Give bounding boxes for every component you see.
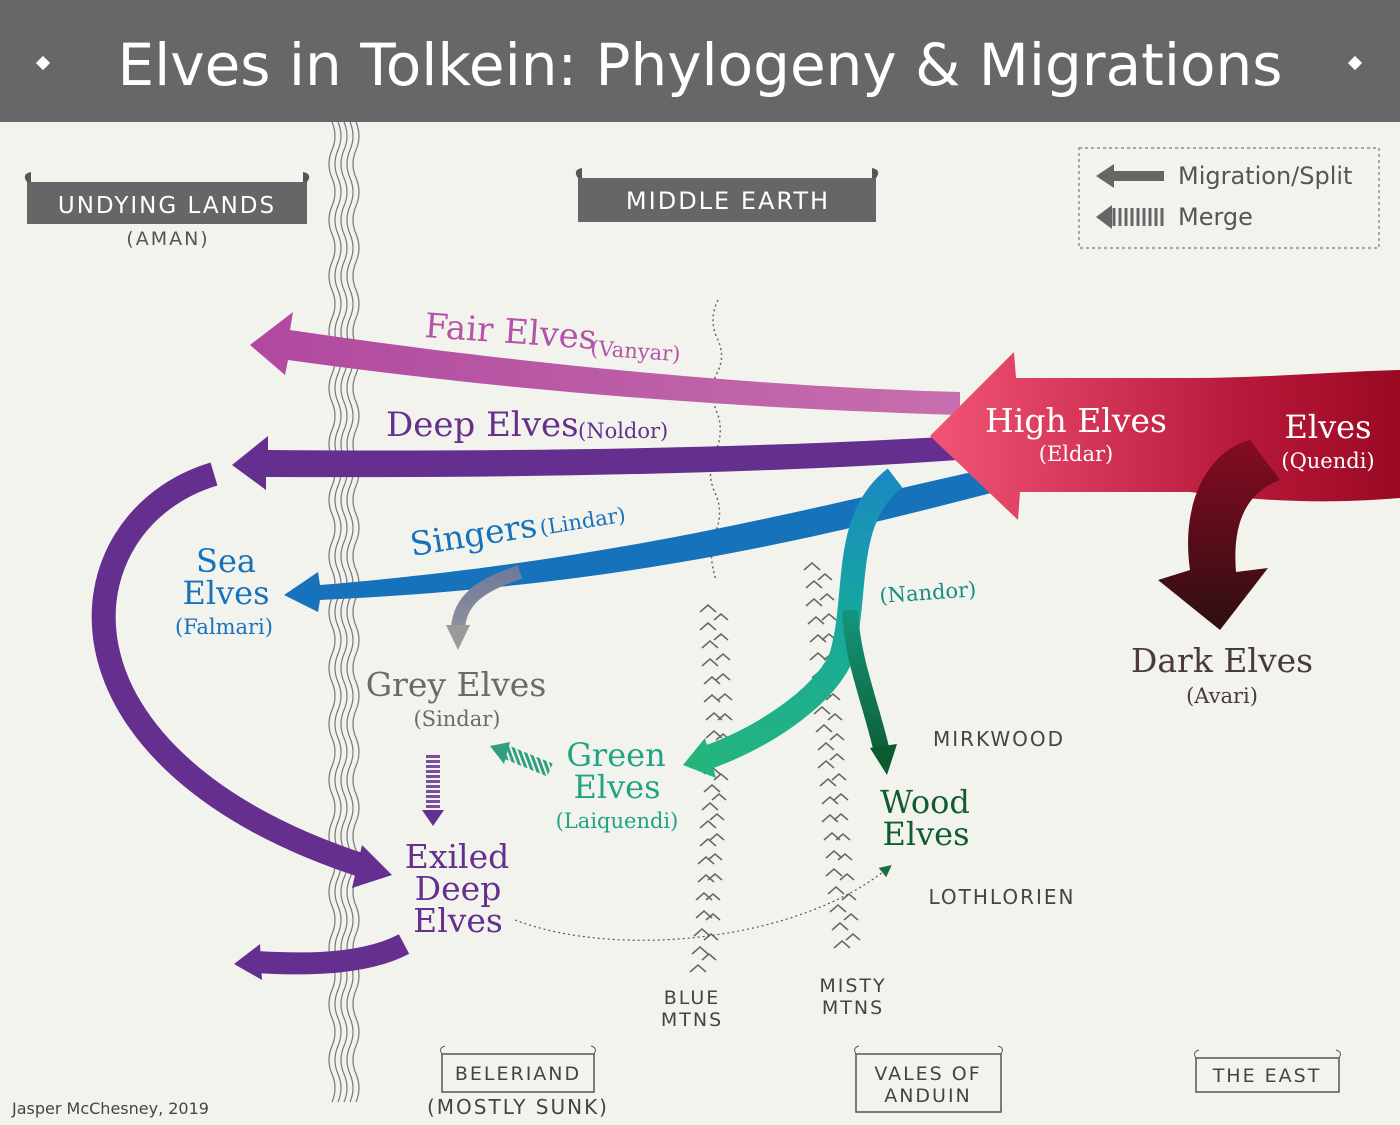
region-undying-lands: UNDYING LANDS bbox=[58, 193, 276, 219]
singers-arrow bbox=[284, 468, 995, 612]
banner-middle-earth: MIDDLE EARTH bbox=[575, 168, 879, 222]
legend-migration-label: Migration/Split bbox=[1178, 162, 1352, 190]
misty-mtns-line1: MISTY bbox=[819, 975, 886, 997]
exiled-arrowhead bbox=[352, 845, 392, 888]
nandor-arrow bbox=[696, 468, 903, 772]
legend: Migration/Split Merge bbox=[1078, 147, 1380, 249]
region-mostly-sunk: (MOSTLY SUNK) bbox=[427, 1095, 609, 1119]
exile-to-lothlorien-route bbox=[514, 864, 892, 941]
region-vales-line1: VALES OF bbox=[874, 1063, 981, 1085]
dark-elves-label: Dark Elves bbox=[1131, 641, 1313, 680]
elves-label: Elves bbox=[1284, 408, 1371, 446]
right-diamond-icon bbox=[1347, 55, 1363, 71]
high-elves-label: High Elves bbox=[985, 401, 1167, 440]
deep-elves-sub: (Noldor) bbox=[578, 419, 668, 443]
grey-to-exiled-merge bbox=[422, 755, 444, 826]
singers-sub: (Lindar) bbox=[538, 503, 627, 540]
grey-arrowhead bbox=[446, 625, 470, 650]
grey-elves-arrow bbox=[451, 565, 523, 629]
banner-the-east: THE EAST bbox=[1194, 1049, 1341, 1093]
sea-boundary bbox=[328, 121, 360, 1103]
green-elves-line2: Elves bbox=[573, 768, 660, 806]
green-elves-sub: (Laiquendi) bbox=[556, 809, 679, 833]
region-middle-earth: MIDDLE EARTH bbox=[626, 187, 830, 215]
fair-elves-label: Fair Elves bbox=[423, 306, 597, 358]
place-mirkwood: MIRKWOOD bbox=[933, 727, 1065, 751]
singers-label: Singers bbox=[407, 505, 539, 564]
region-the-east: THE EAST bbox=[1212, 1065, 1322, 1087]
high-elves-sub: (Eldar) bbox=[1039, 442, 1113, 466]
page-title: Elves in Tolkein: Phylogeny & Migrations bbox=[118, 31, 1283, 99]
grey-elves-sub: (Sindar) bbox=[413, 707, 500, 731]
wood-elves-arrowhead bbox=[870, 744, 897, 775]
exiled-line3: Elves bbox=[413, 901, 503, 940]
return-arrowhead bbox=[234, 944, 262, 980]
exiled-line1: Exiled bbox=[405, 837, 509, 876]
fair-elves-sub: (Vanyar) bbox=[590, 336, 682, 366]
banner-undying-lands: UNDYING LANDS (AMAN) bbox=[24, 172, 310, 250]
elves-sub: (Quendi) bbox=[1281, 449, 1374, 473]
fair-elves-arrow bbox=[250, 312, 960, 415]
dark-elves-sub: (Avari) bbox=[1186, 684, 1258, 708]
exiled-deep-elves-route bbox=[91, 462, 374, 880]
banner-beleriand: BELERIAND (MOSTLY SUNK) bbox=[427, 1045, 609, 1119]
green-elves-line1: Green bbox=[566, 736, 665, 774]
green-elves-arrowhead bbox=[683, 738, 716, 778]
region-beleriand: BELERIAND bbox=[455, 1063, 581, 1085]
place-lothlorien: LOTHLORIEN bbox=[929, 885, 1076, 909]
region-aman: (AMAN) bbox=[126, 228, 209, 250]
blue-mtns-line1: BLUE bbox=[664, 987, 721, 1009]
wood-elves-line2: Elves bbox=[882, 815, 969, 853]
sea-elves-line2: Elves bbox=[182, 574, 269, 612]
dark-elves-arrow bbox=[1158, 440, 1280, 630]
green-to-grey-merge bbox=[490, 742, 553, 777]
deep-elves-arrow bbox=[232, 436, 958, 490]
merge-arrow-icon bbox=[1096, 205, 1164, 229]
deep-elves-label: Deep Elves bbox=[386, 405, 579, 445]
return-to-aman-arrow bbox=[255, 934, 410, 975]
banner-vales-of-anduin: VALES OF ANDUIN bbox=[854, 1045, 1003, 1113]
legend-merge-label: Merge bbox=[1178, 203, 1253, 231]
sea-elves-line1: Sea bbox=[196, 542, 256, 580]
left-diamond-icon bbox=[35, 55, 51, 71]
migration-arrow-icon bbox=[1096, 164, 1164, 188]
grey-elves-label: Grey Elves bbox=[366, 665, 547, 704]
wood-elves-arrow bbox=[842, 609, 890, 754]
misty-mtns-line2: MTNS bbox=[822, 997, 884, 1019]
high-elves-arrow bbox=[930, 352, 1400, 520]
title-bar bbox=[0, 0, 1400, 122]
nandor-label: (Nandor) bbox=[879, 577, 977, 608]
region-vales-line2: ANDUIN bbox=[884, 1085, 972, 1107]
exiled-line2: Deep bbox=[415, 869, 502, 908]
credit-text: Jasper McChesney, 2019 bbox=[11, 1099, 209, 1118]
title-group: Elves in Tolkein: Phylogeny & Migrations bbox=[35, 31, 1363, 99]
wood-elves-line1: Wood bbox=[880, 783, 970, 821]
sea-elves-sub: (Falmari) bbox=[175, 615, 273, 639]
blue-mtns-line2: MTNS bbox=[661, 1009, 723, 1031]
